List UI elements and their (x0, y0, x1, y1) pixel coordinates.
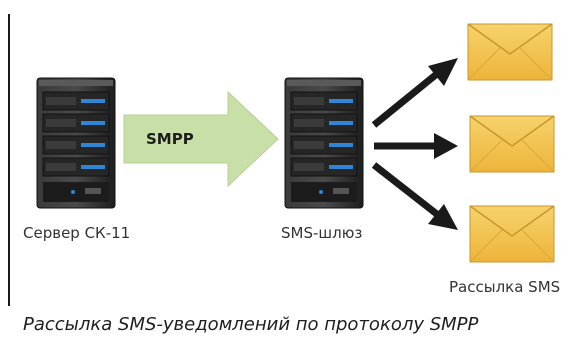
sms-recipients-label: Рассылка SMS (449, 278, 561, 296)
sms-gateway-icon (284, 77, 364, 209)
gateway-label: SMS-шлюз (281, 224, 363, 242)
smpp-label: SMPP (146, 130, 194, 148)
left-border-line (8, 14, 10, 306)
arrow-middle (374, 133, 458, 159)
server-label: Сервер СК-11 (23, 224, 131, 242)
server-sk11-icon (36, 77, 116, 209)
arrow-up (371, 58, 458, 128)
envelope-icon (467, 23, 553, 81)
envelope-icon (469, 205, 555, 263)
arrow-down (371, 162, 458, 230)
smpp-arrow (123, 90, 279, 188)
figure-caption: Рассылка SMS-уведомлений по протоколу SM… (23, 314, 479, 335)
envelope-icon (469, 115, 555, 173)
